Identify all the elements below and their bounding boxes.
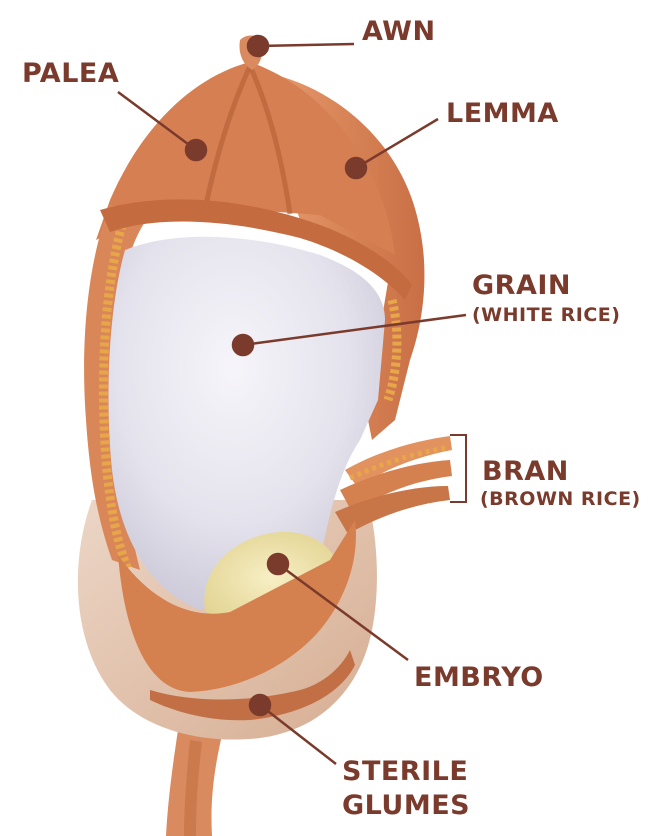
lemma-dot [346, 158, 366, 178]
grain-dot [233, 335, 253, 355]
label-bran-sub: (BROWN RICE) [480, 490, 641, 509]
label-bran: BRAN [482, 458, 569, 485]
sterile-glumes-dot [250, 695, 270, 715]
awn-leader [258, 44, 354, 46]
palea-dot [186, 140, 206, 160]
label-glumes: GLUMES [342, 792, 470, 819]
label-awn: AWN [362, 18, 436, 45]
label-embryo: EMBRYO [414, 664, 544, 691]
label-palea: PALEA [22, 60, 119, 87]
embryo-dot [268, 554, 288, 574]
label-sterile: STERILE [342, 758, 468, 785]
label-lemma: LEMMA [446, 100, 559, 127]
label-grain: GRAIN [472, 272, 571, 299]
bran-bracket [450, 435, 466, 502]
label-grain-sub: (WHITE RICE) [472, 306, 620, 325]
awn-dot [248, 36, 268, 56]
